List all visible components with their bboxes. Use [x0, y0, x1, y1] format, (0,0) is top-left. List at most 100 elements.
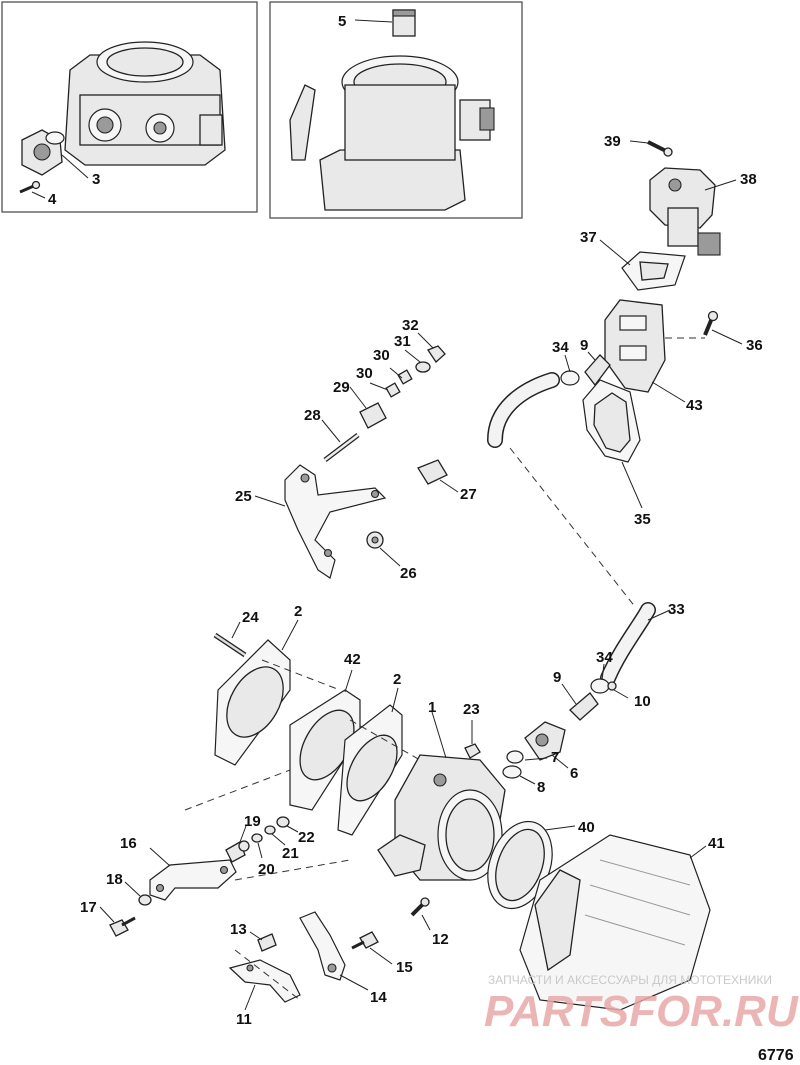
leader-31	[404, 349, 421, 363]
clamp-part-34-lower	[590, 678, 610, 694]
plug-part-5	[392, 9, 416, 37]
bracket-part-11	[228, 959, 301, 1003]
leader-40	[544, 825, 576, 831]
callout-7: 7	[551, 749, 559, 766]
leader-14	[339, 974, 369, 991]
leader-18	[124, 881, 141, 897]
dash-gasket-1	[261, 659, 341, 691]
callout-10: 10	[634, 693, 651, 710]
dash-gasket-2	[349, 719, 421, 761]
washer-part-31	[415, 361, 431, 373]
screw-part-39	[647, 140, 673, 157]
stud-part-28	[323, 433, 360, 462]
callout-37: 37	[580, 229, 597, 246]
callout-6: 6	[570, 765, 578, 782]
callout-42: 42	[344, 651, 361, 668]
callout-5: 5	[338, 13, 346, 30]
leader-36	[711, 329, 743, 345]
leader-24	[231, 621, 241, 639]
leader-34-upper	[564, 354, 571, 373]
leader-26	[379, 547, 401, 567]
dash-hose-route	[509, 447, 637, 609]
callout-22: 22	[298, 829, 315, 846]
fitting-part-6	[524, 721, 566, 761]
inset-throttle-body-right	[289, 55, 495, 211]
leader-19	[239, 825, 247, 843]
nut-part-23	[464, 743, 481, 759]
screw-part-12	[410, 897, 430, 917]
inset-throttle-body-left	[64, 41, 226, 166]
gasket-part-2-left	[214, 639, 291, 766]
callout-33: 33	[668, 601, 685, 618]
dash-linkage-1	[184, 769, 291, 811]
leader-9-upper	[587, 351, 596, 361]
gasket-part-37	[621, 251, 686, 291]
callout-18: 18	[106, 871, 123, 888]
callout-28: 28	[304, 407, 321, 424]
washer-part-21	[264, 825, 276, 835]
callout-23: 23	[463, 701, 480, 718]
inset-box-right	[269, 1, 523, 219]
leader-29	[349, 386, 367, 409]
leader-2-left	[281, 619, 299, 651]
leader-7	[524, 757, 548, 761]
callout-30-upper: 30	[373, 347, 390, 364]
callout-24: 24	[242, 609, 259, 626]
leader-1	[431, 711, 447, 759]
leader-12	[421, 914, 431, 931]
nut-part-26	[366, 531, 384, 549]
fitting-part-9-lower	[569, 692, 599, 721]
callout-3: 3	[92, 171, 100, 188]
callout-4: 4	[48, 191, 57, 208]
iac-valve-part-38	[649, 167, 721, 256]
hose-part-33	[487, 372, 656, 686]
washer-part-30	[385, 369, 413, 398]
inset-box-left	[1, 1, 258, 213]
callout-12: 12	[432, 931, 449, 948]
leader-13	[249, 931, 263, 941]
watermark-tagline: ЗАПЧАСТИ И АКСЕССУАРЫ ДЛЯ МОТОТЕХНИКИ	[488, 973, 772, 987]
leader-21	[271, 833, 286, 846]
stud-part-13	[257, 933, 277, 952]
callout-17: 17	[80, 899, 97, 916]
spacer-part-27	[417, 459, 448, 485]
callout-30-lower: 30	[356, 365, 373, 382]
stud-part-24	[213, 632, 247, 658]
callout-39: 39	[604, 133, 621, 150]
nut-part-22	[276, 816, 290, 828]
dash-linkage-3	[234, 949, 301, 1001]
leader-43	[651, 381, 686, 403]
washer-part-20	[251, 833, 263, 843]
washer-part-18	[138, 894, 152, 906]
leader-2-right	[391, 687, 399, 713]
leader-30a	[369, 382, 389, 391]
callout-11: 11	[236, 1011, 252, 1028]
screw-part-36	[703, 310, 719, 336]
air-filter-part-41	[519, 834, 711, 1011]
figure-number: 6776	[758, 1047, 794, 1064]
gasket-part-2-right	[337, 704, 403, 836]
callout-15: 15	[396, 959, 413, 976]
lever-part-14	[299, 911, 346, 981]
leader-38	[704, 179, 737, 191]
callout-26: 26	[400, 565, 417, 582]
o-ring-part-7	[506, 750, 524, 764]
leader-9-lower	[561, 683, 577, 705]
fitting-part-9-upper	[584, 354, 611, 387]
callout-40: 40	[578, 819, 595, 836]
callout-34-upper: 34	[552, 339, 569, 356]
callout-32: 32	[402, 317, 419, 334]
leader-22	[286, 825, 299, 833]
callout-2-right: 2	[393, 671, 401, 688]
leader-37	[599, 239, 631, 266]
callout-19: 19	[244, 813, 261, 830]
callout-25: 25	[235, 488, 252, 505]
leader-39	[629, 140, 649, 144]
callout-34-lower: 34	[596, 649, 613, 666]
callout-29: 29	[333, 379, 350, 396]
leader-33	[647, 609, 671, 621]
watermark-logo: PARTSFOR.RU	[484, 987, 799, 1036]
callout-20: 20	[258, 861, 275, 878]
callout-9-upper: 9	[580, 337, 588, 354]
